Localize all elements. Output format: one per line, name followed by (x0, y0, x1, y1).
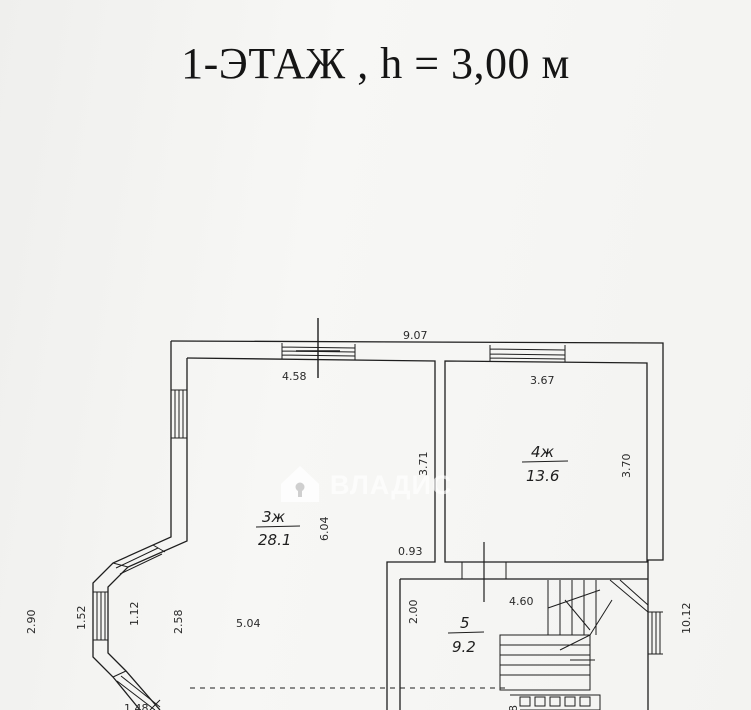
dim-room4-width: 3.67 (530, 374, 555, 387)
room3-number: 3ж (262, 508, 286, 526)
room5-number: 5 (460, 614, 470, 632)
room4-number: 4ж (531, 443, 555, 461)
window-left (171, 389, 187, 439)
dim-room5-height: 2.00 (407, 600, 420, 625)
room5-divider (447, 631, 485, 634)
dim-bay-side: 1.52 (75, 606, 88, 631)
dim-bay-depth: 2.58 (172, 610, 185, 635)
page-title: 1-ЭТАЖ , h = 3,00 м (181, 39, 570, 88)
stair-arrow (564, 599, 595, 661)
window-bay-upper (112, 544, 166, 575)
dim-total-height: 10.12 (680, 603, 693, 635)
dim-bottom-partial: 1.48 (124, 702, 149, 710)
room3-area: 28.1 (258, 531, 291, 549)
dim-bay-inner: 1.12 (128, 602, 141, 627)
window-top-right (489, 345, 566, 362)
dim-total-width: 9.07 (403, 329, 428, 342)
dim-wall-offset: 0.93 (398, 545, 423, 558)
room4-divider (521, 460, 569, 463)
dim-room3-height: 6.04 (318, 517, 331, 542)
top-inner-wall (186, 357, 436, 710)
outer-wall (170, 340, 664, 710)
dim-room5-width: 4.60 (509, 595, 534, 608)
window-bay-left (93, 591, 108, 641)
window-right (648, 611, 663, 655)
window-bay-lower (112, 670, 161, 710)
fixture-row (510, 694, 601, 710)
dim-bottom-right-partial: 8 (507, 705, 520, 710)
room4-walls (444, 360, 648, 563)
dim-room3-upper-height: 3.71 (417, 452, 430, 477)
stair (499, 579, 649, 691)
room4-area: 13.6 (526, 467, 559, 485)
watermark-text: ВЛАДИС (330, 470, 452, 500)
room5-area: 9.2 (452, 638, 476, 656)
dim-bay-outer: 2.90 (25, 610, 38, 635)
door-gap (461, 562, 507, 579)
dim-room4-height: 3.70 (620, 454, 633, 479)
dim-room3-width: 4.58 (282, 370, 307, 383)
room3-divider (255, 525, 301, 528)
grid-crosshair (296, 318, 340, 378)
dim-room3-lower-width: 5.04 (236, 617, 261, 630)
watermark: ВЛАДИС (281, 466, 452, 502)
outer-wall-left (92, 341, 172, 710)
